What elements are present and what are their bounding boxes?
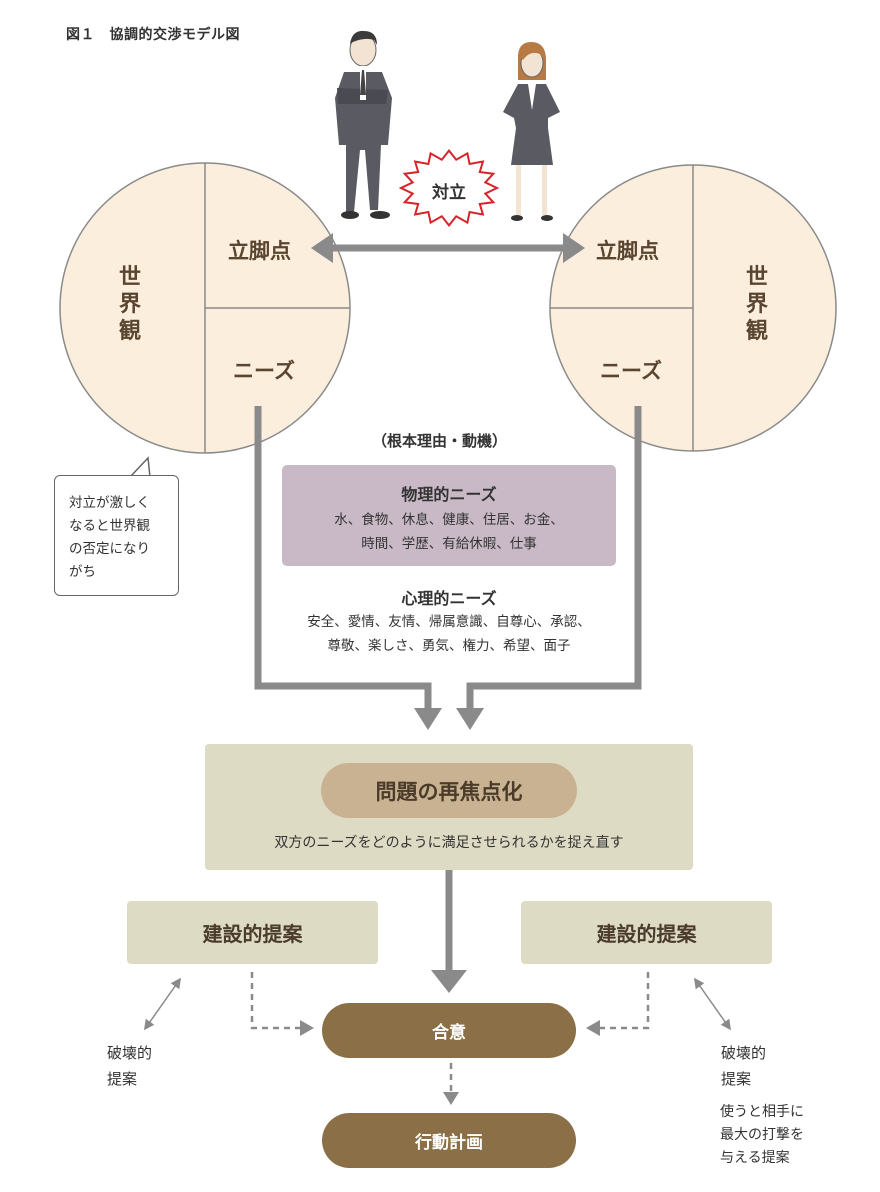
left-worldview-label: 世界観	[118, 265, 141, 344]
left-party-circle	[59, 162, 351, 454]
constructive-proposal-left: 建設的提案	[127, 901, 378, 964]
physical-needs-title: 物理的ニーズ	[401, 485, 497, 504]
right-needs-label: ニーズ	[600, 359, 662, 383]
destructive-arrows	[143, 977, 732, 1031]
worldview-callout: 対立が激しく なると世界観 の否定になり がち	[54, 475, 179, 596]
constructive-proposal-right: 建設的提案	[521, 901, 772, 964]
needs-line: 安全、愛情、友情、帰属意識、自尊心、承認、	[307, 614, 591, 630]
woman-figure-icon	[503, 42, 560, 221]
psychological-needs-title: 心理的ニーズ	[401, 589, 497, 608]
position-conflict-arrow	[311, 233, 585, 263]
man-figure-icon	[335, 30, 392, 219]
physical-needs-box	[282, 465, 616, 566]
conflict-label: 対立	[432, 183, 466, 203]
callout-pointer	[129, 456, 151, 478]
note-line: 使うと相手に	[720, 1104, 804, 1120]
note-line: 最大の打撃を	[720, 1127, 804, 1143]
callout-line: 対立が激しく	[69, 495, 150, 511]
destructive-line: 破壊的	[721, 1044, 767, 1062]
figure-title: 図１ 協調的交渉モデル図	[66, 27, 240, 43]
agreement-pill: 合意	[322, 1003, 576, 1058]
destructive-line: 提案	[721, 1070, 752, 1088]
conflict-burst-icon	[398, 148, 500, 228]
physical-needs-list: 水、食物、休息、健康、住居、お金、 時間、学歴、有給休暇、仕事	[282, 508, 616, 556]
needs-line: 時間、学歴、有給休暇、仕事	[361, 536, 537, 552]
destructive-proposal-left: 破壊的 提案	[107, 1040, 152, 1092]
callout-line: の否定になり	[69, 541, 150, 557]
action-plan-pill: 行動計画	[322, 1113, 576, 1168]
destructive-line: 破壊的	[107, 1044, 153, 1062]
callout-line: がち	[69, 564, 96, 580]
constructive-dashed-arrows	[250, 972, 650, 1093]
right-party-circle	[549, 164, 837, 452]
right-position-label: 立脚点	[596, 239, 659, 263]
needs-line: 尊敬、楽しさ、勇気、権力、希望、面子	[327, 638, 571, 654]
callout-line: なると世界観	[69, 518, 150, 534]
needs-line: 水、食物、休息、健康、住居、お金、	[334, 512, 564, 528]
right-worldview-label: 世界観	[745, 265, 768, 344]
note-line: 与える提案	[720, 1150, 790, 1166]
needs-flow-arrows	[254, 406, 642, 730]
destructive-line: 提案	[107, 1070, 138, 1088]
root-reason-label: （根本理由・動機）	[372, 432, 508, 450]
left-position-label: 立脚点	[228, 239, 291, 263]
refocus-to-agreement-arrow	[431, 870, 467, 993]
refocus-title: 問題の再焦点化	[321, 763, 577, 818]
left-needs-label: ニーズ	[233, 359, 295, 383]
refocus-description: 双方のニーズをどのように満足させられるかを捉え直す	[274, 835, 624, 851]
destructive-note: 使うと相手に 最大の打撃を 与える提案	[720, 1101, 804, 1170]
psychological-needs-list: 安全、愛情、友情、帰属意識、自尊心、承認、 尊敬、楽しさ、勇気、権力、希望、面子	[272, 610, 626, 658]
destructive-proposal-right: 破壊的 提案	[721, 1040, 766, 1092]
